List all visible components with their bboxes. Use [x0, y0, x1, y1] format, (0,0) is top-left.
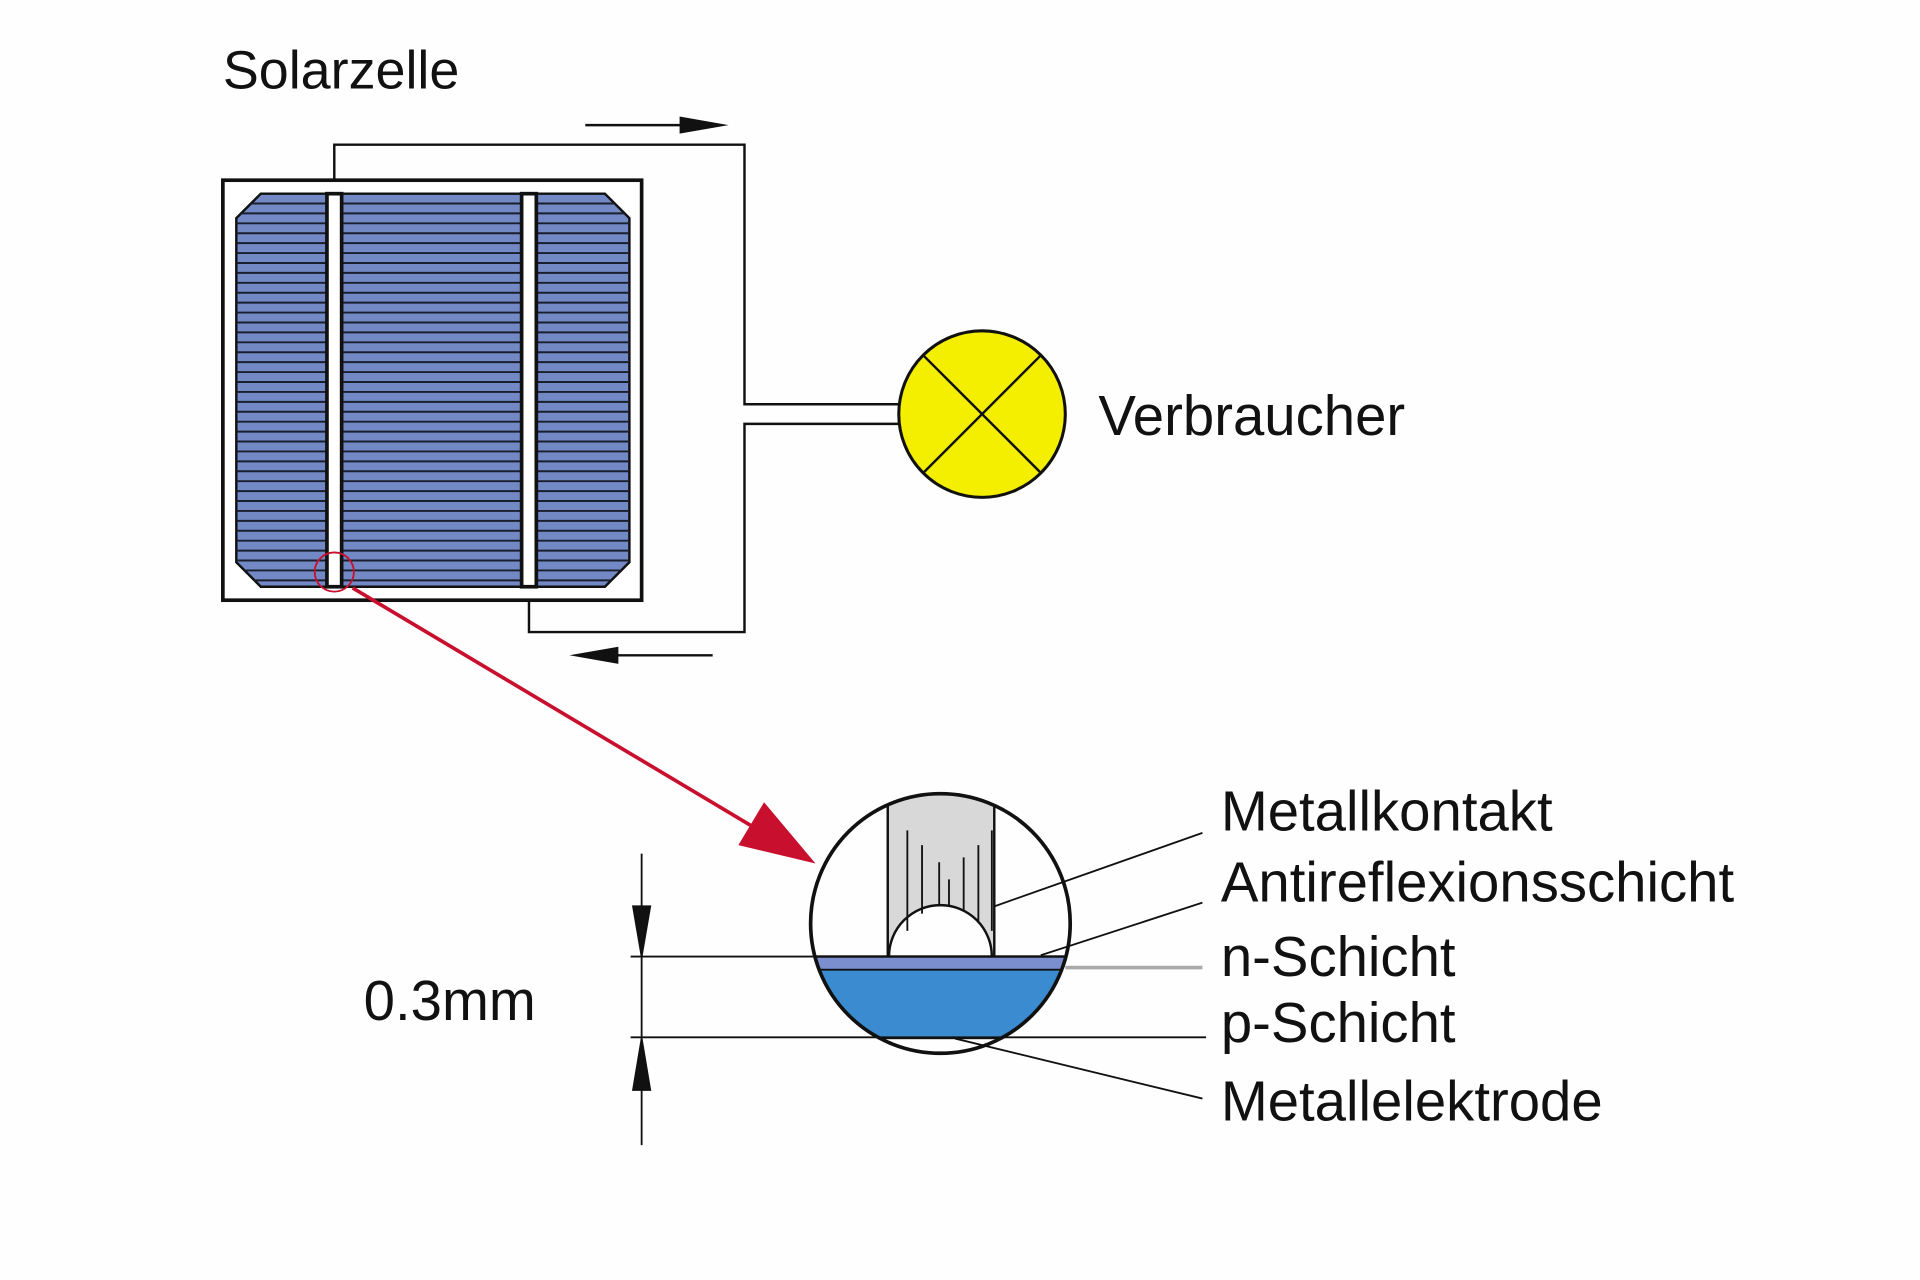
- label-antireflexionsschicht: Antireflexionsschicht: [1221, 850, 1735, 913]
- circuit-wires: [333, 143, 900, 634]
- current-arrow-bottom: [569, 646, 713, 664]
- lamp-icon: [897, 329, 1067, 499]
- thickness-label: 0.3mm: [364, 969, 536, 1032]
- busbar-left: [325, 191, 344, 589]
- label-metallkontakt: Metallkontakt: [1221, 779, 1553, 842]
- leader-lines: [954, 831, 1203, 1100]
- thickness-dimension: [630, 853, 1207, 1146]
- label-metallelektrode: Metallelektrode: [1221, 1070, 1603, 1133]
- cross-section-detail: [808, 791, 1073, 1056]
- zoom-arrow: [351, 586, 816, 864]
- label-p-schicht: p-Schicht: [1221, 991, 1456, 1054]
- title: Solarzelle: [223, 40, 460, 100]
- busbar-right: [519, 191, 539, 589]
- load-label: Verbraucher: [1098, 384, 1405, 447]
- highlight-circle: [313, 551, 355, 593]
- cell-fingers: [236, 202, 630, 582]
- current-arrow-top: [585, 116, 729, 134]
- label-n-schicht: n-Schicht: [1221, 925, 1456, 988]
